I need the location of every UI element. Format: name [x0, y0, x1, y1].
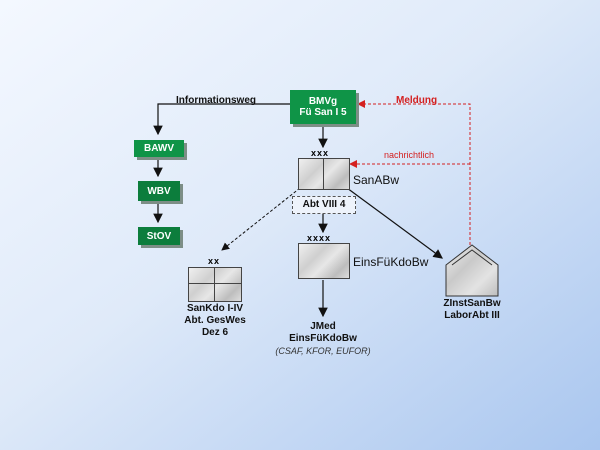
node-stov[interactable]: StOV — [138, 227, 180, 245]
sankdo-line1: SanKdo I-IV — [186, 303, 244, 314]
bmvg-line1: BMVg — [308, 96, 338, 107]
zinst-text: ZInstSanBw LaborAbt III — [424, 298, 520, 322]
node-einsfueko[interactable] — [298, 243, 350, 279]
jmed-text: JMed EinsFüKdoBw (CSAF, KFOR, EUFOR) — [268, 321, 378, 357]
sankdo-line3: Dez 6 — [201, 327, 229, 338]
jmed-line2: EinsFüKdoBw — [289, 333, 357, 344]
zinst-line2: LaborAbt III — [444, 310, 500, 321]
node-zinst — [445, 244, 499, 297]
jmed-line3: (CSAF, KFOR, EUFOR) — [275, 346, 371, 356]
label-informationsweg: Informationsweg — [176, 95, 257, 106]
sankdo-symbol: xx — [208, 256, 221, 266]
einsfue-label: EinsFüKdoBw — [353, 255, 429, 269]
edge-informationsweg — [153, 103, 290, 136]
sanabw-symbol: xxx — [311, 148, 330, 158]
sankdo-text: SanKdo I-IV Abt. GesWes Dez 6 — [170, 303, 260, 339]
node-bawv[interactable]: BAWV — [134, 140, 184, 157]
sanabw-label: SanABw — [353, 173, 400, 187]
node-sankdo[interactable] — [188, 267, 242, 302]
edge-sanabw-sankdo — [221, 187, 301, 251]
sanabw-sub[interactable]: Abt VIII 4 — [292, 196, 356, 214]
einsfue-symbol: xxxx — [307, 233, 332, 243]
sankdo-line2: Abt. GesWes — [184, 315, 246, 326]
jmed-line1: JMed — [310, 321, 336, 332]
node-bmvg[interactable]: BMVg Fü San I 5 — [290, 90, 356, 124]
zinst-line1: ZInstSanBw — [443, 298, 501, 309]
edge-sanabw-zinst — [346, 187, 443, 259]
node-sanabw[interactable] — [298, 158, 350, 190]
bmvg-line2: Fü San I 5 — [299, 107, 347, 118]
edge-meldung — [357, 100, 471, 245]
label-nachrichtlich: nachrichtlich — [384, 150, 435, 160]
label-meldung: Meldung — [396, 95, 438, 106]
node-wbv[interactable]: WBV — [138, 181, 180, 201]
